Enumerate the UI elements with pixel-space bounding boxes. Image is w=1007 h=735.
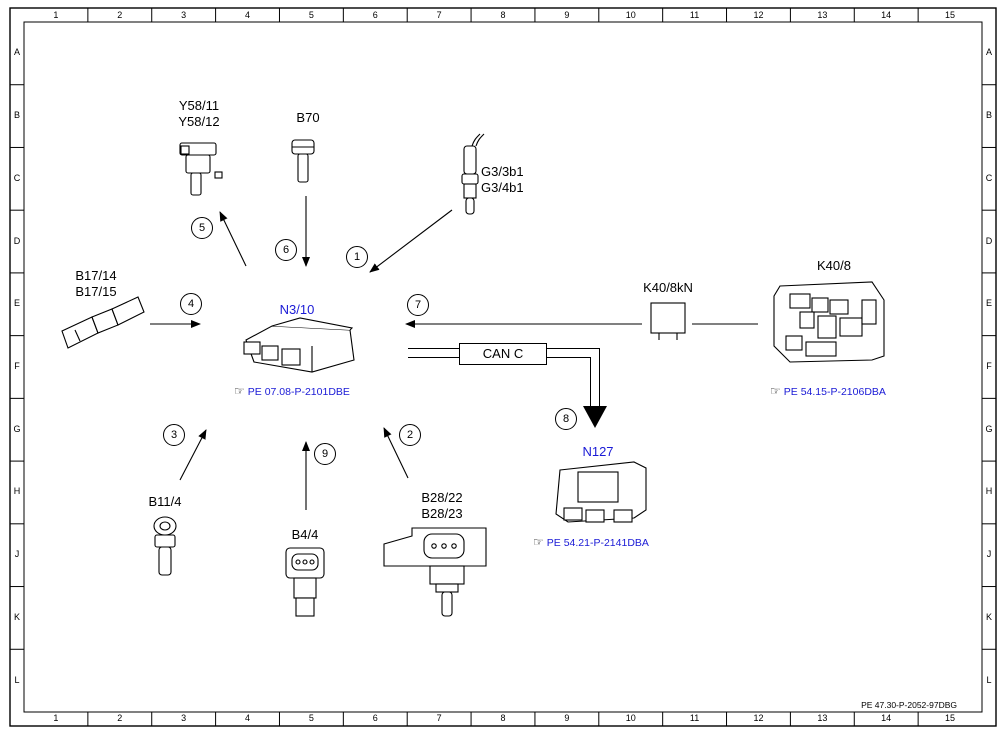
signal-number-1: 1 [346,246,368,268]
grid-row-label: H [985,486,993,497]
b4-label: B4/4 [291,527,319,542]
signal-number-9: 9 [314,443,336,465]
grid-row-label: B [985,110,992,121]
grid-row-label: H [13,486,21,497]
powertrain-control-unit-icon [555,461,647,523]
fuse-relay-module-icon [773,281,885,363]
grid-row-label: D [985,235,993,246]
grid-column-label: 1 [53,713,59,723]
signal-number-5: 5 [191,217,213,239]
n127-label: N127 [582,444,614,459]
signal-number-8: 8 [555,408,577,430]
grid-column-label: 14 [881,713,892,723]
grid-column-label: 7 [436,10,442,20]
grid-column-label: 15 [945,713,956,723]
grid-column-label: 5 [308,10,314,20]
grid-row-label: A [985,47,992,58]
grid-row-label: C [985,172,993,183]
signal-number-4: 4 [180,293,202,315]
pointing-hand-icon: ☞ [533,535,544,549]
pressure-sensor-icon [285,547,325,617]
n3-label: N3/10 [279,302,315,317]
grid-column-label: 10 [625,10,636,20]
grid-column-label: 12 [753,713,764,723]
grid-row-label: B [13,110,20,121]
grid-row-label: G [985,423,993,434]
signal-number-7: 7 [407,294,429,316]
n127-reference-link[interactable]: ☞PE 54.21-P-2141DBA [533,535,649,549]
b11-label: B11/4 [148,494,182,509]
grid-row-label: E [985,298,992,309]
grid-row-label: K [985,611,992,622]
grid-column-label: 15 [945,10,956,20]
oxygen-sensor-icon [461,133,485,215]
engine-control-unit-icon [243,317,355,373]
n3-reference-link[interactable]: ☞PE 07.08-P-2101DBE [234,384,350,398]
arrow-2 [383,427,409,479]
grid-column-label: 3 [181,713,187,723]
pointing-hand-icon: ☞ [234,384,245,398]
coolant-sensor-icon [153,516,177,576]
grid-row-label: C [13,172,21,183]
boost-pressure-sensor-icon [383,527,487,617]
grid-column-label: 5 [308,713,314,723]
k40-8-label: K40/8 [817,258,851,273]
k40-8-reference-link[interactable]: ☞PE 54.15-P-2106DBA [770,384,886,398]
grid-column-label: 13 [817,10,828,20]
pointing-hand-icon: ☞ [770,384,781,398]
grid-row-label: J [986,549,992,560]
grid-column-label: 3 [181,10,187,20]
signal-number-6: 6 [275,239,297,261]
can-bus-label: CAN C [459,343,547,365]
arrow-1 [369,209,453,273]
signal-arrows [150,196,758,510]
grid-column-label: 2 [117,713,123,723]
grid-row-label: F [986,361,992,371]
grid-column-label: 9 [564,713,570,723]
grid-row-label: E [13,298,20,309]
grid-column-label: 8 [500,713,506,723]
temperature-sensor-icon [61,296,145,349]
grid-row-label: L [986,674,992,685]
grid-column-label: 12 [753,10,764,20]
grid-column-label: 6 [372,10,378,20]
k40-8kn-label: K40/8kN [643,280,693,295]
signal-number-2: 2 [399,424,421,446]
valve-component-icon [179,142,223,196]
grid-column-label: 4 [245,713,251,723]
grid-row-label: A [13,47,20,58]
grid-column-label: 10 [625,713,636,723]
grid-column-label: 8 [500,10,506,20]
drawing-frame [9,7,997,727]
grid-row-label: D [13,235,21,246]
grid-column-label: 11 [689,10,700,20]
grid-column-label: 7 [436,713,442,723]
frame-ticks [10,8,996,726]
b70-label: B70 [296,110,320,125]
grid-row-label: J [14,549,20,560]
grid-column-label: 4 [245,10,251,20]
position-sensor-icon [291,139,315,183]
grid-row-label: L [14,674,20,685]
grid-column-label: 14 [881,10,892,20]
relay-component-icon [650,302,686,340]
document-id: PE 47.30-P-2052-97DBG [861,700,957,710]
signal-number-3: 3 [163,424,185,446]
arrow-5 [219,211,247,267]
grid-row-label: F [14,361,20,371]
grid-column-label: 2 [117,10,123,20]
grid-column-label: 9 [564,10,570,20]
grid-row-label: G [13,423,21,434]
arrow-3 [179,429,207,481]
grid-row-label: K [13,611,20,622]
grid-column-label: 11 [689,713,700,723]
grid-column-label: 13 [817,713,828,723]
grid-column-label: 6 [372,713,378,723]
grid-column-label: 1 [53,10,59,20]
